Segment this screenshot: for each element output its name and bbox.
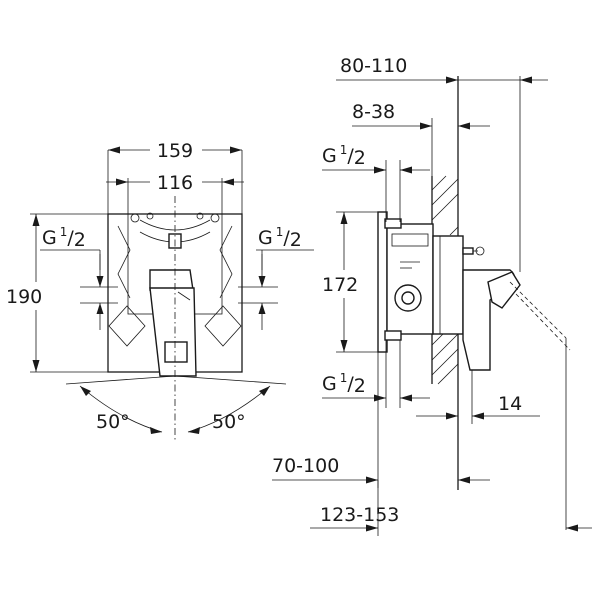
front-lever-body	[149, 287, 197, 377]
front-lever-cap	[164, 341, 188, 363]
side-lever-handle	[487, 271, 521, 309]
angle-front-right: 50°	[212, 411, 246, 433]
front-frame-detail	[219, 225, 233, 299]
dim-front-inner-width: 116	[157, 172, 193, 194]
dim-side-wall-range: 8-38	[352, 101, 395, 123]
swing-line	[509, 281, 567, 339]
front-screw	[146, 212, 154, 220]
angle-front-left: 50°	[96, 411, 130, 433]
dim-front-height: 190	[6, 286, 42, 308]
front-lever-top	[149, 269, 194, 291]
front-frame-detail	[117, 225, 131, 299]
dim-side-depth-range: 80-110	[340, 55, 407, 77]
front-diamond	[108, 305, 146, 347]
front-lever-edge	[177, 291, 191, 301]
front-diamond	[204, 305, 242, 347]
dim-side-height: 172	[322, 274, 358, 296]
side-port-inner	[401, 291, 415, 305]
side-cartridge	[432, 235, 464, 335]
front-screw	[130, 213, 140, 223]
front-screw	[210, 213, 220, 223]
side-body	[386, 223, 434, 335]
front-screw	[196, 212, 204, 220]
dim-front-overall-width: 159	[157, 140, 193, 162]
dim-side-total-range: 123-153	[320, 504, 399, 526]
dim-side-install-range: 70-100	[272, 455, 339, 477]
dim-side-trim: 14	[498, 393, 522, 415]
